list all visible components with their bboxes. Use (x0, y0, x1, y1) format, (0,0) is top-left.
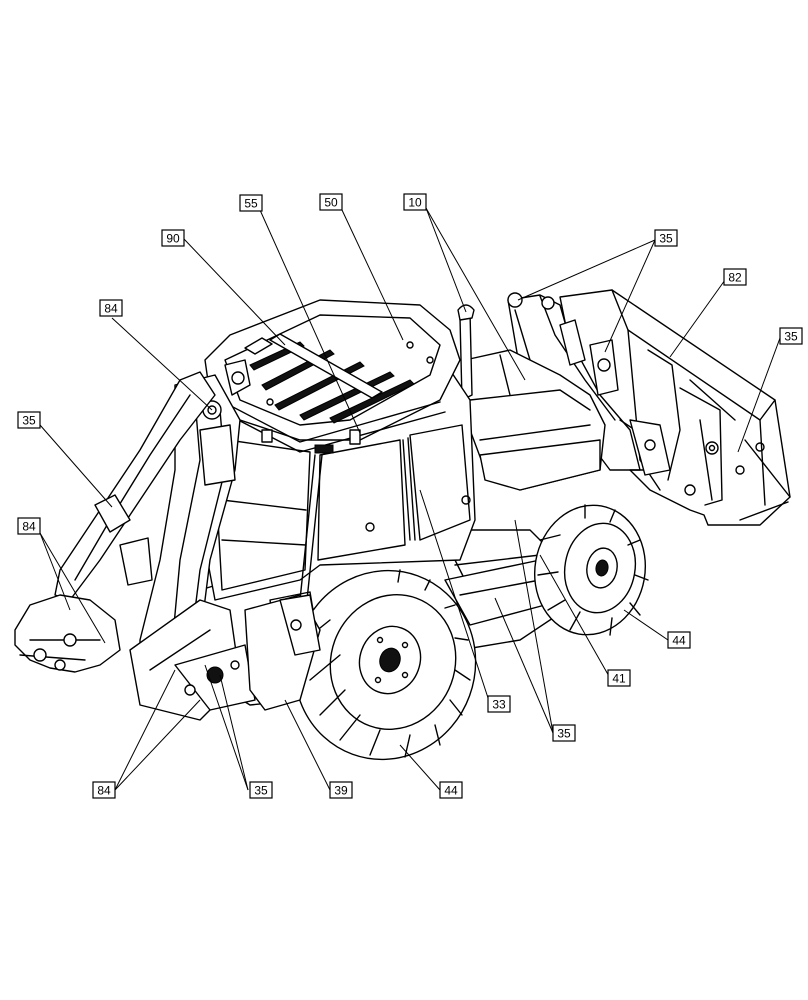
leader-84c-2 (114, 699, 201, 791)
leader-84b-2 (39, 532, 106, 644)
callout-label: 41 (612, 672, 626, 686)
callout-label: 35 (659, 232, 673, 246)
callout-label: 44 (672, 634, 686, 648)
leader-10a (425, 207, 467, 313)
callout-90: 90 (161, 229, 185, 247)
leader-41 (539, 554, 611, 679)
callout-label: 55 (244, 197, 258, 211)
callout-39: 39 (329, 781, 353, 799)
callout-50: 50 (319, 193, 343, 211)
callout-label: 10 (408, 196, 422, 210)
callout-84-left: 84 (17, 517, 41, 535)
leader-50 (341, 209, 404, 341)
leader-35e-1 (204, 664, 249, 791)
callout-label: 84 (104, 302, 118, 316)
callout-label: 84 (22, 520, 36, 534)
callout-33: 33 (487, 695, 511, 713)
front-tire (533, 504, 649, 636)
leader-35e-2 (219, 674, 249, 791)
leader-39 (284, 699, 331, 791)
callout-label: 35 (22, 414, 36, 428)
callout-label: 84 (97, 784, 111, 798)
callout-84-bottom: 84 (92, 781, 116, 799)
backhoe-boom (14, 359, 321, 721)
leader-55 (259, 209, 361, 434)
leader-35a-1 (517, 239, 656, 301)
callout-label: 44 (444, 784, 458, 798)
callout-label: 50 (324, 196, 338, 210)
leader-35d-2 (494, 597, 554, 734)
callout-10: 10 (403, 193, 427, 211)
leader-84b-1 (39, 532, 71, 611)
callout-82: 82 (723, 268, 747, 286)
loader-arms (507, 292, 671, 476)
callout-44-bottom: 44 (439, 781, 463, 799)
callout-84-top-left: 84 (99, 299, 123, 317)
cab (199, 299, 476, 601)
callout-35-bottom: 35 (249, 781, 273, 799)
callout-44-right: 44 (667, 631, 691, 649)
callout-35-bottom-right: 35 (552, 724, 576, 742)
leader-44a (623, 609, 669, 641)
leader-35b (737, 337, 781, 453)
leader-35c (39, 424, 113, 508)
leader-84c-1 (114, 669, 176, 791)
callout-label: 33 (492, 698, 506, 712)
front-loader-bucket (559, 289, 791, 526)
leader-10b (425, 207, 526, 381)
leader-lines (39, 207, 781, 791)
engine-hood (457, 304, 606, 491)
callout-label: 39 (334, 784, 348, 798)
leader-82 (669, 279, 726, 358)
callout-label: 35 (557, 727, 571, 741)
callout-35-left: 35 (17, 411, 41, 429)
leader-44b (399, 744, 441, 791)
callout-label: 35 (784, 330, 798, 344)
callout-55: 55 (239, 194, 263, 212)
leader-35d-1 (514, 519, 554, 734)
leader-33 (419, 489, 491, 705)
leader-90 (183, 238, 286, 346)
leader-35a-2 (604, 239, 656, 353)
callout-label: 82 (728, 271, 742, 285)
rear-tire (293, 569, 477, 761)
callout-41: 41 (607, 669, 631, 687)
callout-label: 35 (254, 784, 268, 798)
leader-84a (111, 317, 213, 411)
callout-label: 90 (166, 232, 180, 246)
callout-35-top-right: 35 (654, 229, 678, 247)
callout-35-right: 35 (779, 327, 803, 345)
